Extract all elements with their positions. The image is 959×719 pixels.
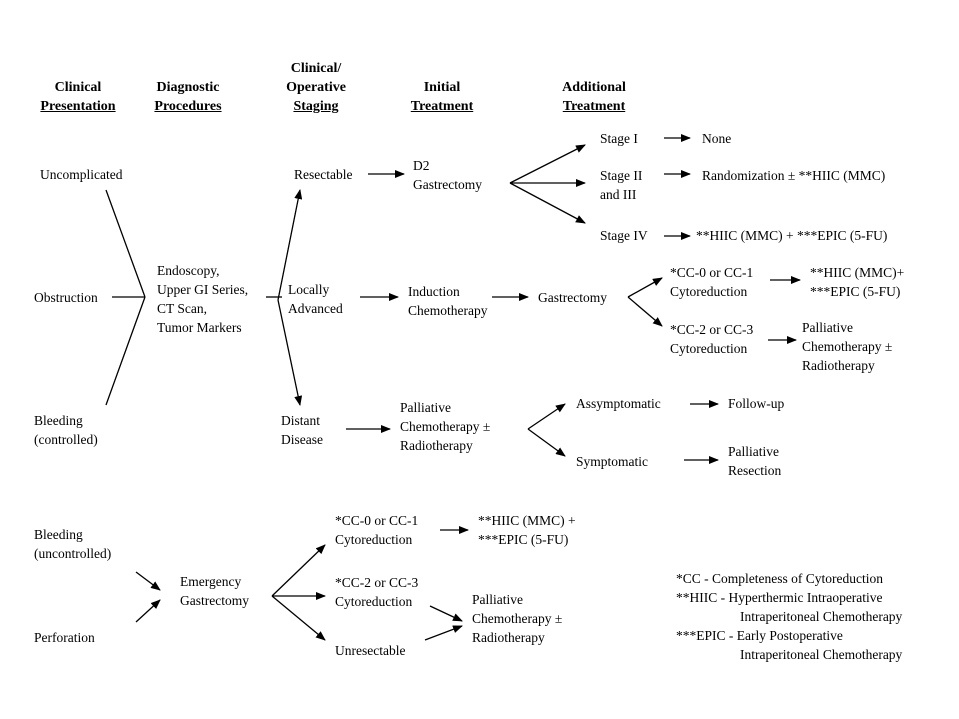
node-stage-4: Stage IV (600, 228, 648, 243)
arrow-emergency-unresectable (271, 595, 326, 641)
node-gastrectomy: Gastrectomy (538, 290, 607, 305)
header-clinical-presentation: Clinical Presentation (40, 80, 116, 114)
node-uncomplicated: Uncomplicated (40, 167, 123, 182)
node-symptomatic-result: Palliative Resection (728, 444, 782, 478)
header-diagnostic-procedures: Diagnostic Procedures (154, 80, 222, 114)
node-locally-advanced: Locally Advanced (288, 282, 343, 316)
node-diagnostics: Endoscopy, Upper GI Series, CT Scan, Tum… (157, 263, 249, 335)
node-resectable: Resectable (294, 167, 353, 182)
arrow-to-symptomatic (527, 428, 566, 457)
arrow-gastrectomy-cc23 (627, 296, 663, 327)
node-emergency-gastrectomy: Emergency Gastrectomy (180, 574, 249, 608)
node-cc01-result: **HIIC (MMC)+ ***EPIC (5-FU) (810, 265, 905, 299)
arrow-unresectable-palliative (424, 625, 463, 641)
arrow-stage4 (509, 182, 586, 224)
legend-epic-cont: Intraperitoneal Chemotherapy (740, 647, 903, 662)
node-stage-4-result: **HIIC (MMC) + ***EPIC (5-FU) (696, 228, 888, 243)
node-emergency-palliative: Palliative Chemotherapy ± Radiotherapy (472, 592, 563, 645)
node-cc23: *CC-2 or CC-3 Cytoreduction (670, 322, 754, 356)
node-palliative-chemotherapy: Palliative Chemotherapy ± Radiotherapy (400, 400, 491, 453)
node-assymptomatic-result: Follow-up (728, 396, 785, 411)
header-staging: Clinical/ Operative Staging (286, 61, 346, 114)
node-unresectable: Unresectable (335, 643, 406, 658)
node-emergency-cc23: *CC-2 or CC-3 Cytoreduction (335, 575, 419, 609)
node-bleeding-uncontrolled: Bleeding (uncontrolled) (34, 527, 112, 561)
legend-epic: ***EPIC - Early Postoperative (676, 628, 843, 643)
arrow-to-resectable (277, 189, 303, 301)
arrow-gastrectomy-cc01 (627, 277, 663, 298)
node-induction-chemotherapy: Induction Chemotherapy (408, 284, 488, 318)
arrow-to-assymptomatic (527, 403, 566, 430)
legend-hiic-cont: Intraperitoneal Chemotherapy (740, 609, 903, 624)
legend-hiic: **HIIC - Hyperthermic Intraoperative (676, 590, 883, 605)
node-stage-1: Stage I (600, 131, 638, 146)
node-symptomatic: Symptomatic (576, 454, 648, 469)
arrow-cc23-palliative (429, 605, 463, 622)
node-perforation: Perforation (34, 630, 95, 645)
node-stage-2-3: Stage II and III (600, 168, 643, 202)
node-cc01: *CC-0 or CC-1 Cytoreduction (670, 265, 754, 299)
header-initial-treatment: Initial Treatment (410, 80, 474, 114)
legend-cc: *CC - Completeness of Cytoreduction (676, 571, 883, 586)
node-bleeding-controlled: Bleeding (controlled) (34, 413, 98, 447)
node-emergency-cc01: *CC-0 or CC-1 Cytoreduction (335, 513, 419, 547)
node-stage-1-result: None (702, 131, 732, 146)
legend: *CC - Completeness of Cytoreduction **HI… (676, 569, 902, 664)
node-cc23-result: Palliative Chemotherapy ± Radiotherapy (802, 320, 893, 373)
arrow-bleeding-emergency (135, 571, 161, 591)
arrow-to-distant (277, 299, 303, 406)
arrow-stage1 (509, 144, 586, 184)
arrow-emergency-cc01 (271, 544, 326, 597)
arrow-perforation-emergency (135, 599, 161, 623)
node-stage-2-3-result: Randomization ± **HIIC (MMC) (702, 168, 886, 183)
node-distant-disease: Distant Disease (281, 413, 323, 447)
node-assymptomatic: Assymptomatic (576, 396, 661, 411)
node-d2-gastrectomy: D2 Gastrectomy (413, 158, 482, 192)
node-obstruction: Obstruction (34, 290, 98, 305)
node-emergency-cc01-result: **HIIC (MMC) + ***EPIC (5-FU) (478, 513, 576, 547)
connector-bleeding (105, 296, 146, 406)
header-additional-treatment: Additional Treatment (562, 80, 626, 114)
connector-uncomplicated (105, 189, 146, 298)
